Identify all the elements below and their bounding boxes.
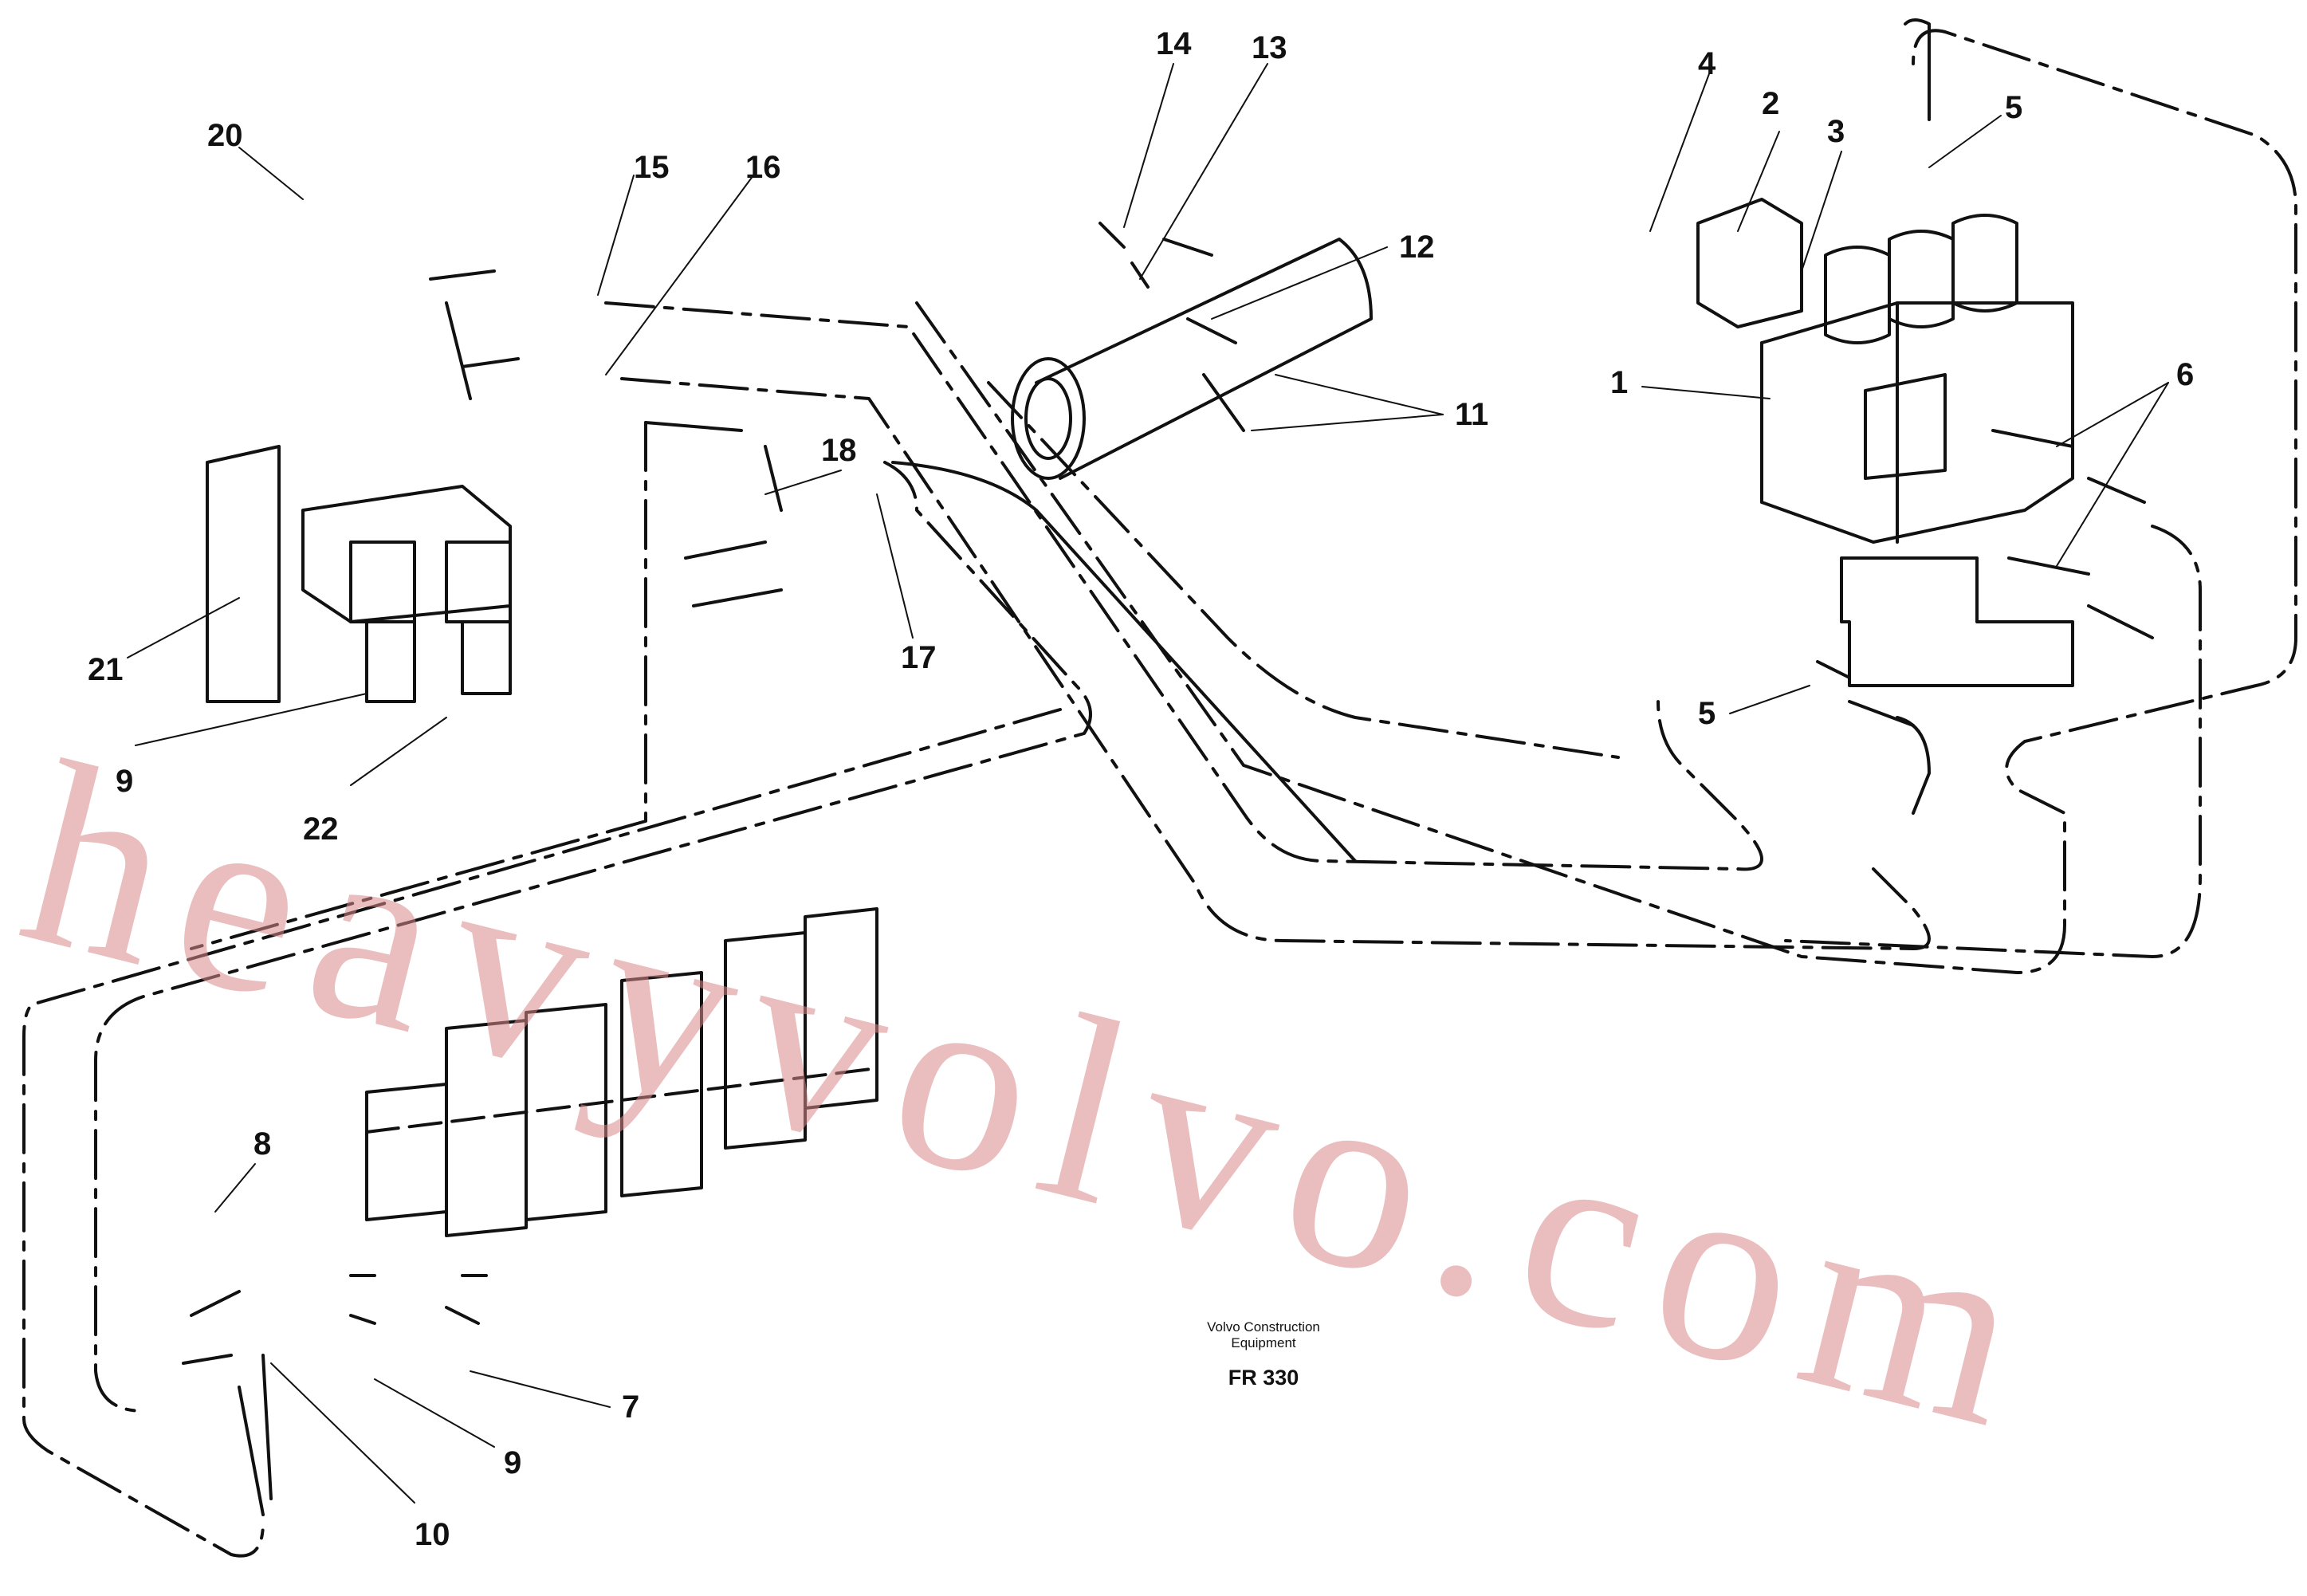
leader-line [597, 175, 635, 296]
part-label: 12 [1399, 230, 1435, 265]
drawing-caption: Volvo Construction Equipment FR 330 [1200, 1319, 1327, 1390]
valve-body [1696, 198, 1803, 328]
valve-bank [525, 1003, 607, 1221]
caption-line2: Equipment [1231, 1335, 1296, 1350]
part-label: 22 [303, 812, 339, 847]
hose-line [620, 377, 1931, 950]
part-label: 5 [1698, 696, 1716, 731]
hose-line [644, 421, 743, 432]
leader-line [135, 693, 367, 746]
leader-line [1729, 685, 1810, 714]
fitting [238, 1354, 273, 1516]
hose-line [190, 421, 647, 950]
hose-line [891, 461, 1357, 863]
leader-line [1928, 115, 2002, 168]
hose-line [1896, 716, 1931, 815]
leader-line [1737, 131, 1780, 232]
hose-line [604, 301, 1763, 871]
leader-line [470, 1370, 611, 1408]
fitting [1816, 18, 2154, 727]
part-label: 10 [415, 1517, 450, 1552]
leader-line [764, 470, 842, 495]
part-label: 17 [901, 640, 937, 675]
leader-line [350, 717, 447, 786]
drum-ring [1011, 357, 1086, 480]
fitting [1098, 222, 1245, 432]
valve-body [1864, 373, 1947, 480]
leader-line [374, 1378, 495, 1448]
fitting [429, 269, 783, 607]
part-label: 1 [1610, 365, 1629, 400]
hose-line [987, 381, 1620, 759]
part-label: 3 [1827, 114, 1845, 149]
part-label: 21 [88, 652, 124, 687]
valve-body [1824, 246, 1891, 344]
leader-line [1275, 374, 1444, 415]
leader-line [214, 1163, 256, 1213]
part-label: 15 [634, 150, 670, 185]
valve-bank [620, 971, 703, 1197]
leader-line [1251, 414, 1444, 431]
leader-line [127, 597, 240, 658]
leader-line [1649, 71, 1711, 232]
part-label: 18 [821, 433, 857, 468]
valve-body [1951, 214, 2018, 313]
leader-line [238, 147, 304, 200]
hose-line [915, 29, 2297, 974]
valve-bank [365, 1083, 448, 1221]
valve-bank [724, 931, 807, 1150]
hose-line [22, 708, 1062, 1558]
drum-ring [1024, 377, 1072, 460]
leader-line [605, 175, 754, 375]
hose-line [1784, 525, 2202, 958]
caption-code: FR 330 [1228, 1366, 1299, 1390]
valve-body [301, 485, 512, 623]
valve-bank [804, 907, 878, 1110]
part-label: 13 [1252, 30, 1287, 65]
caption-line1: Volvo Construction [1207, 1319, 1320, 1335]
leader-line [270, 1362, 415, 1504]
leader-line [2056, 382, 2169, 447]
part-label: 8 [253, 1126, 272, 1162]
part-label: 9 [116, 764, 134, 799]
leader-line [876, 493, 914, 639]
valve-body [1888, 230, 1955, 328]
part-label: 7 [622, 1390, 640, 1425]
leader-line [2056, 382, 2169, 567]
leader-line [1139, 63, 1268, 280]
hose-line [94, 461, 1092, 1413]
part-label: 2 [1762, 86, 1780, 121]
valve-bank [445, 1019, 528, 1237]
fitting [182, 1274, 488, 1365]
leader-line [1641, 386, 1771, 399]
valve-body [1840, 556, 2074, 687]
part-label: 4 [1698, 46, 1716, 81]
valve-body [1760, 301, 2074, 544]
part-label: 20 [207, 118, 243, 153]
part-label: 11 [1455, 397, 1489, 432]
part-label: 6 [2176, 357, 2195, 392]
drum [1035, 238, 1373, 480]
leader-line [1123, 63, 1174, 228]
part-label: 9 [504, 1445, 522, 1480]
part-label: 5 [2005, 90, 2023, 125]
part-label: 14 [1156, 26, 1192, 61]
leader-line [1801, 151, 1842, 272]
bracket [206, 445, 281, 703]
valve-bank [365, 1067, 878, 1134]
valve-body [1760, 301, 1899, 544]
valve-body [365, 620, 512, 703]
part-label: 16 [745, 150, 781, 185]
leader-line [1211, 246, 1388, 320]
